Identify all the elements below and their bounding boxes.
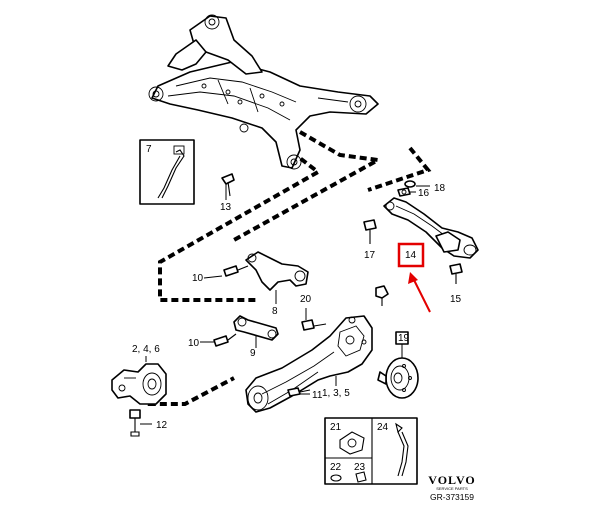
callout-7: 7 [146,144,152,155]
clip-part [375,285,389,306]
callout-22: 22 [330,462,342,473]
callout-23: 23 [354,462,366,473]
bolt-10-lower: 10 [188,333,237,349]
brand-name: VOLVO [428,473,475,487]
callout-11: 11 [312,390,323,401]
bolt-11: 11 [287,387,323,401]
bolt-13: 13 [220,173,235,213]
brand-sub: SERVICE PARTS [436,486,468,491]
wheel-hub-19: 19 [377,331,419,399]
callout-10-upper: 10 [192,273,204,284]
callout-17: 17 [364,250,376,261]
inset-box-21-24: 21 24 22 23 [324,417,418,485]
trailing-arm-knuckle: 1, 3, 5 [245,315,373,413]
callout-14: 14 [405,250,417,261]
reference-code: GR-373159 [430,492,474,502]
callout-8: 8 [272,306,278,317]
bolt-15: 15 [449,263,463,305]
bolt-20: 20 [300,294,327,331]
callout-15: 15 [450,294,462,305]
link-arm-9: 9 [233,315,279,359]
control-arm-14 [383,197,479,259]
washer-18: 18 [404,180,446,194]
callout-20: 20 [300,294,312,305]
link-arm-8: 8 [245,251,309,317]
bolt-10-upper: 10 [192,265,249,284]
inset-box-7: 7 [139,139,195,205]
callout-16: 16 [418,188,430,199]
part-highlight-14: 14 [397,242,425,268]
callout-21: 21 [330,422,342,433]
nut-16: 16 [397,187,430,199]
bushing-2-4-6: 2, 4, 6 [111,344,167,405]
callout-18: 18 [434,183,446,194]
volvo-brand: VOLVO SERVICE PARTS GR-373159 [428,473,475,502]
callout-13: 13 [220,202,232,213]
bolt-12: 12 [129,409,168,437]
highlight-arrow [408,272,431,313]
callout-1-3-5: 1, 3, 5 [322,388,350,399]
callout-24: 24 [377,422,389,433]
callout-19: 19 [398,333,410,344]
callout-2-4-6: 2, 4, 6 [132,344,160,355]
bolt-17: 17 [363,219,377,261]
callout-10-lower: 10 [188,338,200,349]
rear-subframe [148,14,379,170]
callout-12: 12 [156,420,168,431]
callout-9: 9 [250,348,256,359]
